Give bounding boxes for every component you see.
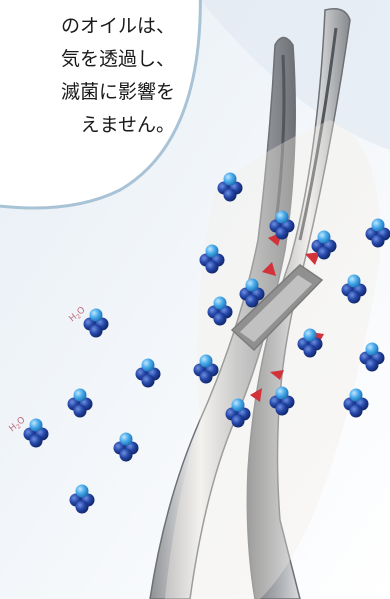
bubble-line-2: 気を透過し、 xyxy=(0,43,175,76)
speech-bubble-text: のオイルは、 気を透過し、 滅菌に影響を えません。 xyxy=(0,10,175,142)
bubble-line-4: えません。 xyxy=(0,109,175,142)
bubble-line-3: 滅菌に影響を xyxy=(0,76,175,109)
bubble-line-1: のオイルは、 xyxy=(0,10,175,43)
